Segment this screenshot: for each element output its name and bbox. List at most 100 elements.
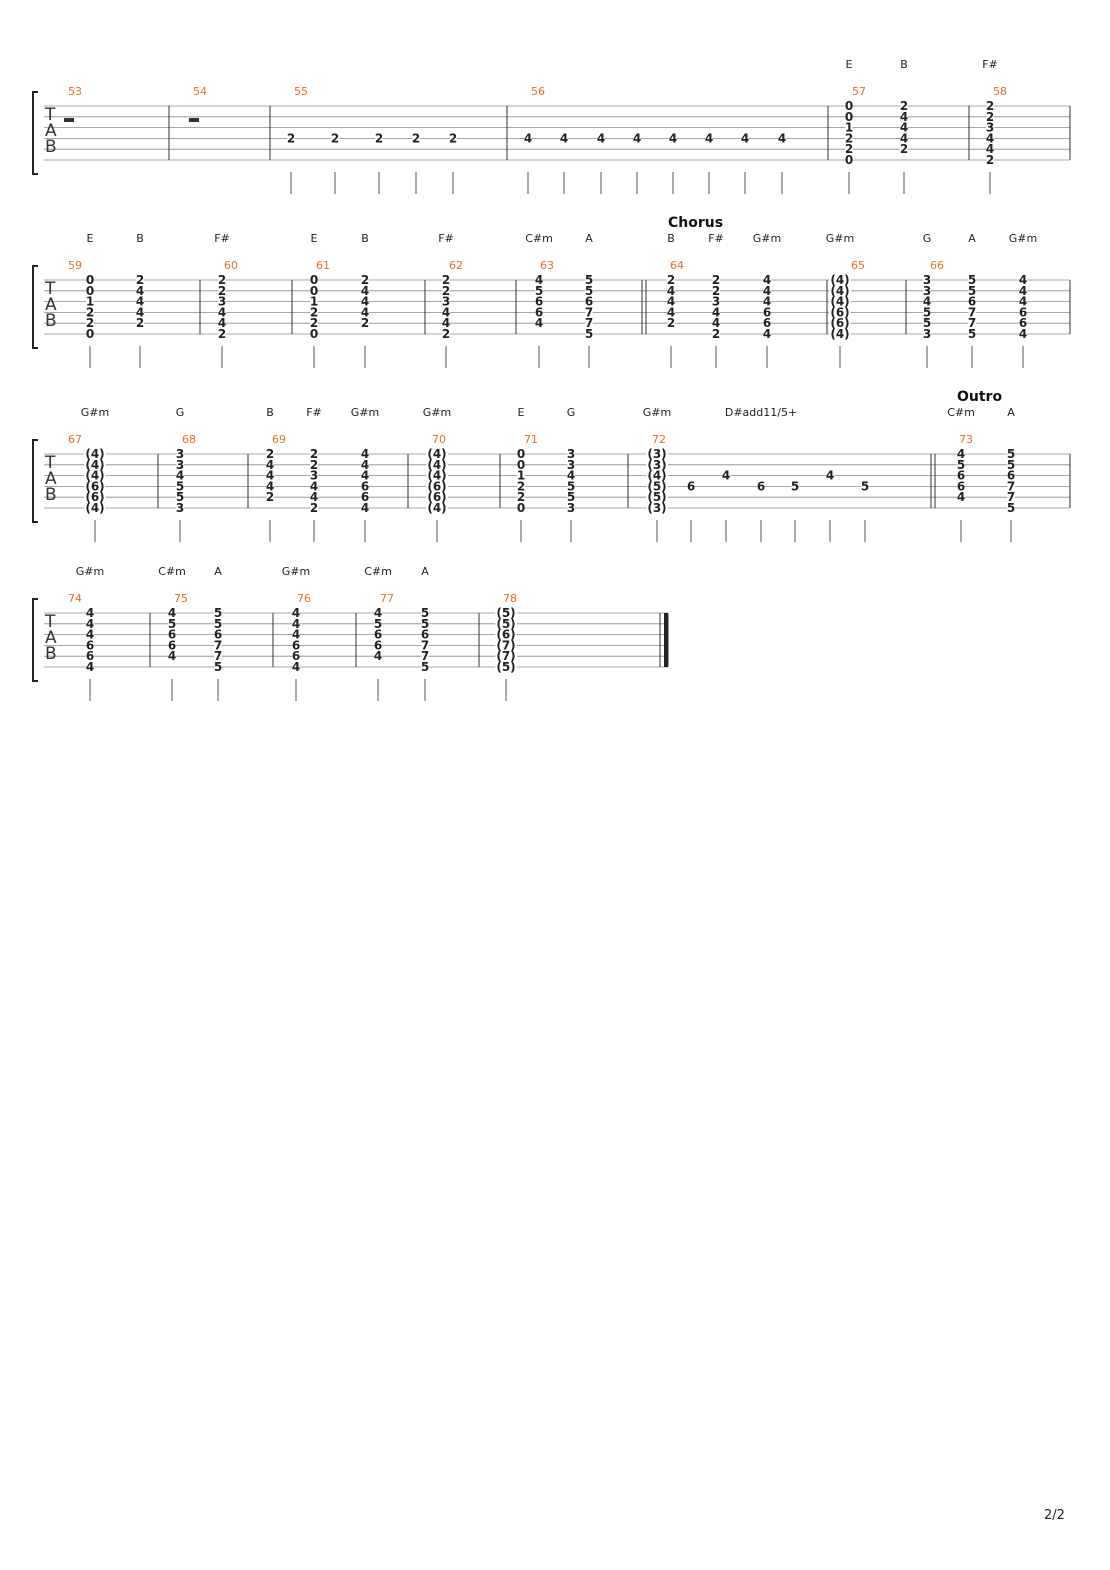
fret-mask [86, 651, 94, 662]
measure-number: 65 [851, 259, 865, 272]
fret-mask [361, 503, 369, 513]
fret-number: (6) [496, 628, 515, 642]
fret-number: 4 [900, 121, 908, 135]
fret-mask [214, 640, 222, 651]
fret-number: 2 [517, 479, 525, 493]
fret-mask [567, 492, 575, 503]
fret-number: 2 [986, 153, 994, 167]
fret-mask [535, 296, 543, 307]
fret-number: 4 [292, 617, 300, 631]
fret-number: 2 [845, 131, 853, 145]
fret-number: 6 [1019, 305, 1027, 319]
fret-mask [442, 285, 450, 296]
fret-mask [168, 608, 176, 618]
measure-number: 73 [959, 433, 973, 446]
fret-number: 4 [535, 273, 543, 287]
chord-name: F# [982, 58, 998, 71]
fret-number: (3) [647, 447, 666, 461]
fret-number: 2 [712, 327, 720, 341]
fret-number: 2 [310, 447, 318, 461]
fret-number: 0 [517, 501, 525, 515]
fret-number: 0 [845, 110, 853, 124]
fret-mask [829, 296, 851, 307]
fret-mask [646, 503, 668, 513]
fret-mask [757, 481, 765, 492]
fret-number: 2 [361, 273, 369, 287]
fret-number: 5 [535, 284, 543, 298]
fret-mask [741, 133, 749, 144]
chord-name: E [518, 406, 525, 419]
measure-number: 55 [294, 85, 308, 98]
fret-number: 0 [86, 284, 94, 298]
chord-name: F# [214, 232, 230, 245]
fret-mask [136, 285, 144, 296]
fret-number: (4) [427, 469, 446, 483]
measure-number: 78 [503, 592, 517, 605]
fret-mask [712, 307, 720, 318]
fret-number: 3 [218, 295, 226, 309]
fret-mask [646, 470, 668, 481]
tab-clef-letter: T [44, 279, 56, 299]
fret-mask [585, 296, 593, 307]
fret-number: 2 [136, 273, 144, 287]
fret-mask [287, 133, 295, 144]
fret-mask [900, 144, 908, 155]
tab-clef-letter: T [44, 612, 56, 632]
chord-name: B [900, 58, 908, 71]
fret-mask [426, 492, 448, 503]
tab-system: TAB59E001220B2444260F#22344261E001220B24… [32, 215, 1071, 368]
fret-number: 0 [517, 447, 525, 461]
fret-mask [667, 296, 675, 307]
chord-name: F# [438, 232, 454, 245]
fret-number: 2 [900, 99, 908, 113]
fret-number: 5 [567, 490, 575, 504]
fret-mask [449, 133, 457, 144]
fret-mask [763, 329, 771, 339]
fret-mask [310, 285, 318, 296]
tab-clef-letter: B [45, 485, 57, 505]
fret-number: 5 [214, 617, 222, 631]
fret-mask [923, 318, 931, 329]
tab-clef-letter: A [45, 628, 57, 648]
fret-number: 5 [585, 273, 593, 287]
fret-mask [310, 481, 318, 492]
fret-number: 4 [361, 469, 369, 483]
fret-mask [597, 133, 605, 144]
fret-mask [986, 155, 994, 165]
fret-mask [361, 307, 369, 318]
fret-number: 3 [176, 501, 184, 515]
fret-number: 6 [687, 479, 695, 493]
fret-mask [426, 470, 448, 481]
fret-mask [968, 275, 976, 285]
fret-mask [168, 618, 176, 629]
fret-mask [722, 470, 730, 481]
system-bracket [32, 598, 38, 682]
fret-number: (5) [496, 660, 515, 674]
fret-mask [84, 481, 106, 492]
fret-number: 6 [168, 628, 176, 642]
fret-mask [923, 275, 931, 285]
fret-mask [495, 640, 517, 651]
fret-number: 6 [1019, 316, 1027, 330]
fret-number: 4 [1019, 327, 1027, 341]
fret-number: 5 [957, 458, 965, 472]
measure-number: 53 [68, 85, 82, 98]
fret-number: (4) [830, 295, 849, 309]
fret-mask [517, 449, 525, 459]
fret-mask [361, 285, 369, 296]
chord-name: A [421, 565, 429, 578]
fret-number: 7 [968, 305, 976, 319]
fret-number: 2 [361, 316, 369, 330]
fret-mask [310, 307, 318, 318]
fret-mask [84, 459, 106, 470]
fret-mask [426, 459, 448, 470]
chord-name: G#m [282, 565, 310, 578]
fret-mask [442, 296, 450, 307]
system-bracket [32, 265, 38, 349]
fret-number: 1 [310, 295, 318, 309]
fret-number: 6 [585, 295, 593, 309]
tab-clef-letter: T [44, 453, 56, 473]
fret-mask [412, 133, 420, 144]
fret-number: 4 [292, 628, 300, 642]
fret-mask [442, 307, 450, 318]
